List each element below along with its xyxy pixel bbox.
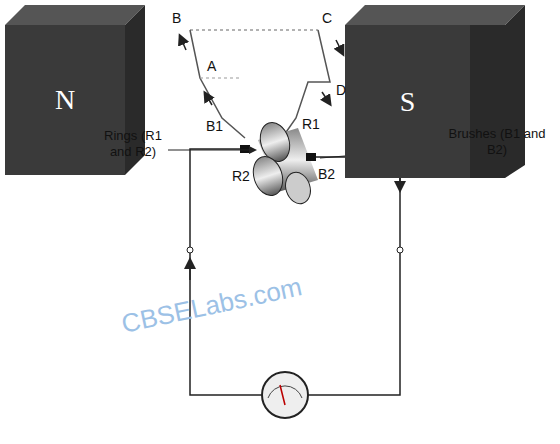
magnet-face [5, 25, 125, 175]
current-arrow [205, 93, 212, 105]
galvanometer-needle [280, 385, 285, 405]
brush [306, 153, 316, 161]
axle-end [282, 169, 315, 207]
galvanometer-scale [268, 386, 302, 398]
current-arrow [180, 36, 186, 50]
corner-letter: C [322, 10, 332, 26]
leader-line [168, 150, 255, 151]
current-arrow [336, 40, 343, 54]
galvanometer [262, 372, 308, 418]
callout-label: Rings (R1 and R2) [98, 128, 168, 159]
magnet-pole: N [5, 25, 125, 175]
magnet-top [345, 5, 525, 25]
pole-letter: S [400, 86, 416, 118]
magnet-face [345, 25, 470, 178]
coil-side [282, 30, 330, 138]
magnet-top [5, 5, 145, 25]
corner-letter: B [172, 10, 181, 26]
wire [190, 149, 262, 395]
current-arrow [189, 260, 191, 280]
wire [308, 157, 400, 395]
callout-label: Brushes (B1 and B2) [447, 126, 547, 157]
brush-label: B1 [206, 118, 223, 134]
brush [240, 145, 250, 153]
coil-side [190, 30, 245, 138]
current-arrow [322, 92, 330, 104]
slip-ring [249, 153, 288, 200]
ring-label: R1 [302, 116, 320, 132]
coil-bottom [200, 78, 240, 79]
magnet-pole: S [345, 25, 470, 178]
watermark: CBSELabs.com [119, 271, 305, 339]
terminal [187, 247, 193, 253]
pole-letter: N [55, 84, 75, 116]
corner-letter: D [336, 82, 346, 98]
brush-label: B2 [318, 166, 335, 182]
ring-label: R2 [232, 168, 250, 184]
terminal [397, 247, 403, 253]
corner-letter: A [207, 58, 216, 74]
coil-top [190, 29, 318, 31]
